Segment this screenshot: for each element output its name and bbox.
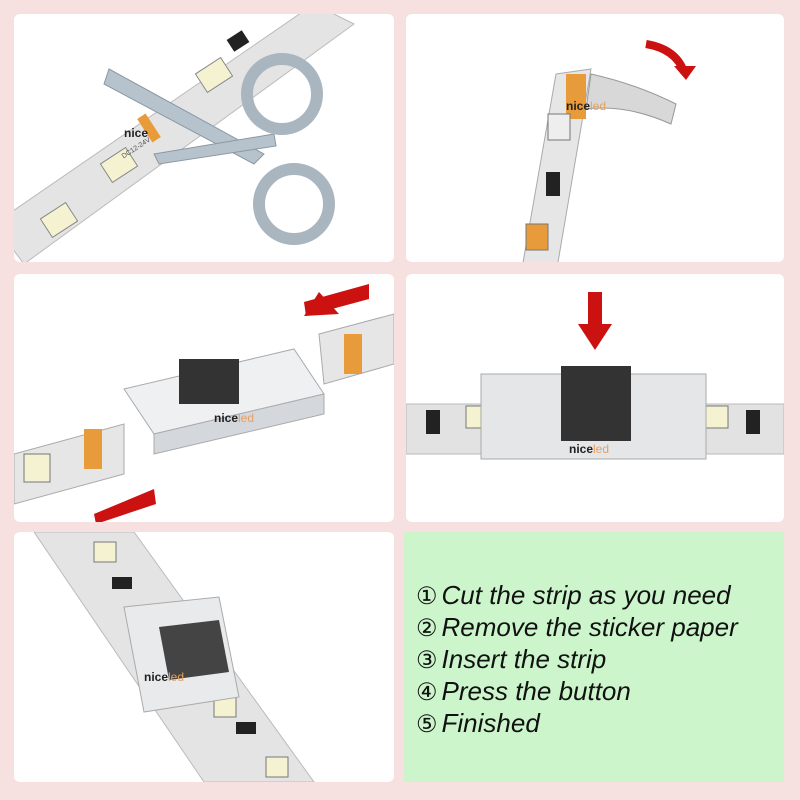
step-text: Finished — [441, 708, 540, 738]
step-text: Press the button — [441, 676, 631, 706]
step-number: ② — [416, 615, 438, 642]
step1-cut-illustration: nice — [14, 14, 394, 262]
step-number: ③ — [416, 647, 438, 674]
connected-strip-image — [33, 532, 315, 782]
step-number: ① — [416, 583, 438, 610]
step-text: Insert the strip — [441, 644, 607, 674]
step3-insert-strip-illustration: niceled — [14, 274, 394, 522]
step5-finished-illustration: niceled — [14, 532, 394, 782]
brand-logo: niceled — [569, 442, 610, 456]
connector-press-image — [406, 292, 784, 460]
step-text: Remove the sticker paper — [441, 612, 738, 642]
step-text: Cut the strip as you need — [441, 580, 731, 610]
step-number: ⑤ — [416, 711, 438, 738]
scissors-cutting-strip-image — [14, 14, 355, 262]
step2-remove-sticker-illustration: niceled — [406, 14, 784, 262]
strip-peeling-image — [522, 40, 696, 262]
brand-logo: niceled — [214, 411, 255, 425]
brand-logo: nice — [124, 126, 149, 140]
step-number: ④ — [416, 679, 438, 706]
step4-press-button-illustration: niceled — [406, 274, 784, 522]
brand-logo: niceled — [144, 670, 185, 684]
red-arrow-icon — [588, 292, 602, 327]
connector-insert-image — [14, 284, 394, 522]
brand-logo: niceled — [566, 99, 607, 113]
